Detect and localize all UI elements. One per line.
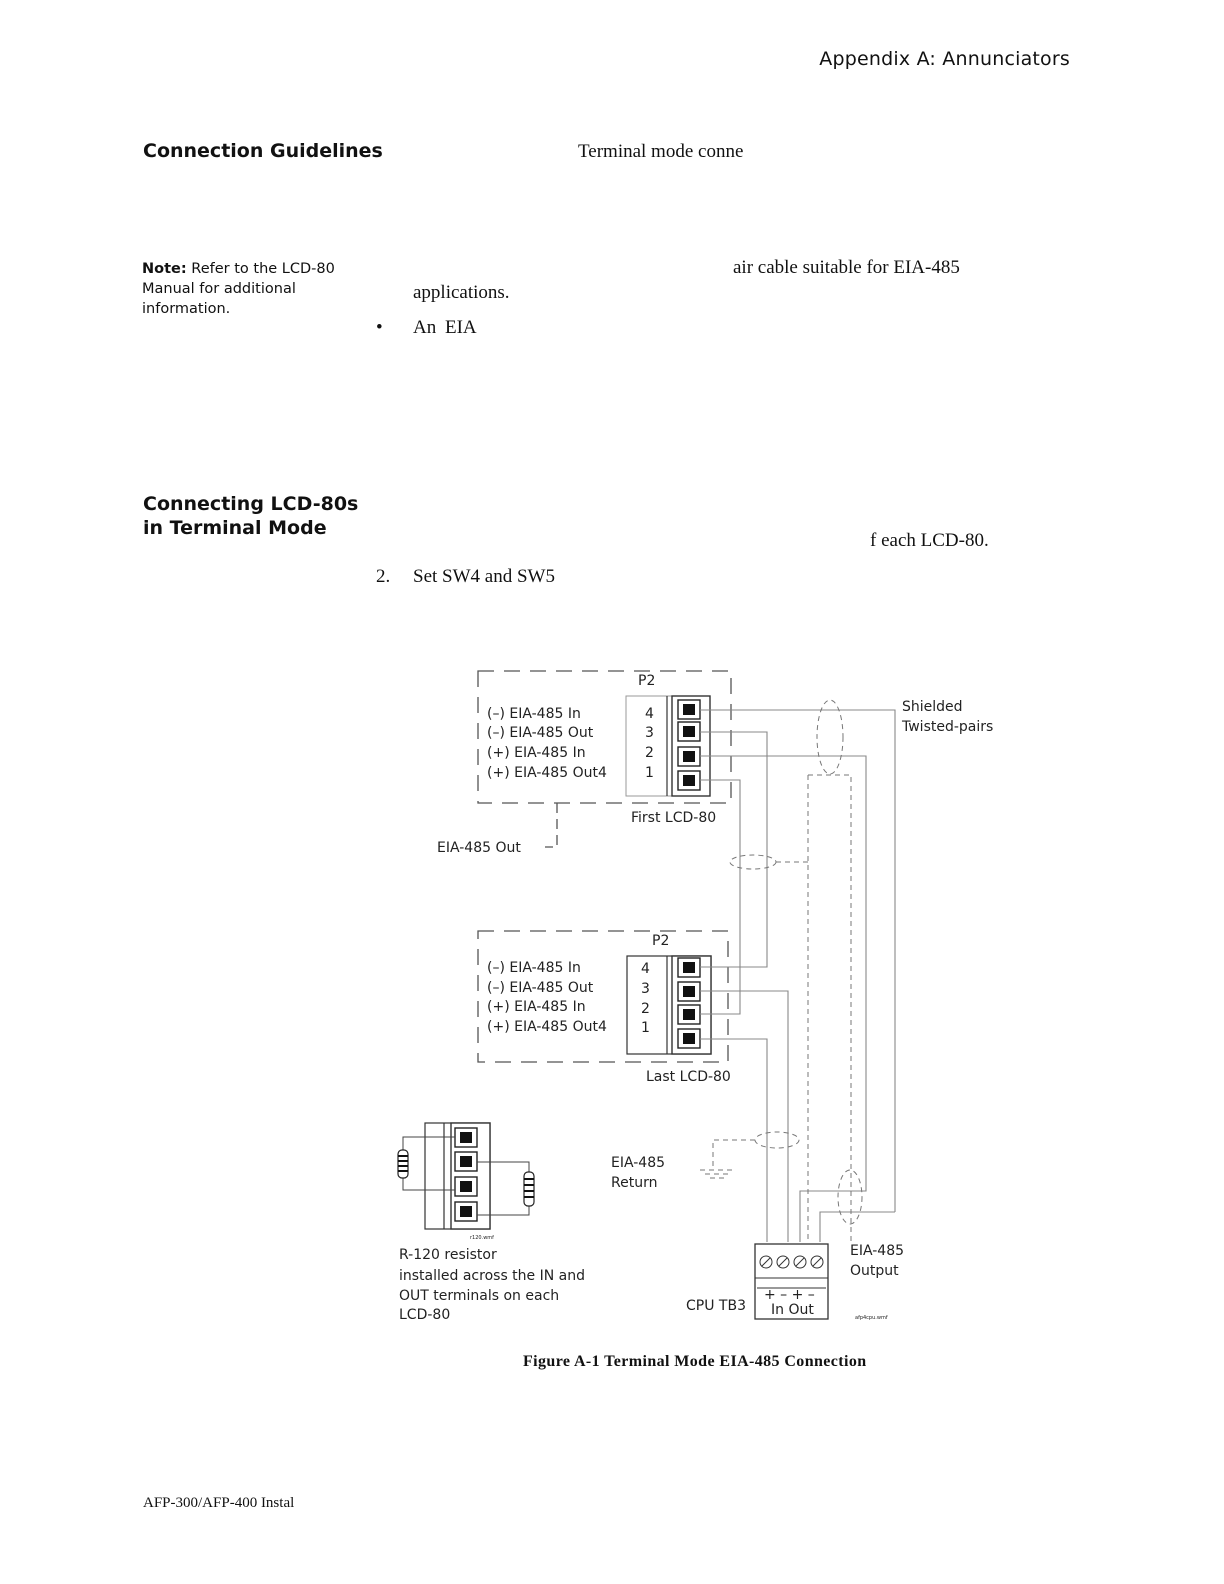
section-heading-connection-guidelines: Connection Guidelines [143, 140, 383, 162]
first-connector-label: P2 [638, 673, 655, 689]
art-id-cpu: afp4cpu.wmf [855, 1315, 888, 1321]
last-pin-name: (–) EIA-485 In [487, 960, 581, 976]
resistor-wiring [402, 1136, 530, 1216]
resistor-icon [523, 1171, 535, 1207]
first-pin-number: 3 [645, 725, 654, 741]
shield-lines [700, 699, 863, 1242]
eia-return-label: Return [611, 1175, 657, 1191]
applications-text: applications. [413, 282, 510, 303]
first-pin-number: 2 [645, 745, 654, 761]
eia-output-label: Output [850, 1263, 899, 1279]
step2-number: 2. [376, 566, 391, 587]
note-text: Refer to the LCD-80 Manual for additiona… [142, 261, 335, 317]
last-unit-label: Last LCD-80 [646, 1069, 731, 1085]
last-lcd80-outline [477, 930, 729, 1063]
eia-out-label: EIA-485 Out [437, 840, 521, 856]
step2-text: Set SW4 and SW5 [413, 566, 555, 587]
first-terminal-block [625, 695, 711, 797]
resistor-caption-line: R-120 resistor [399, 1247, 497, 1263]
eia-return-label: EIA-485 [611, 1155, 665, 1171]
resistor-caption-line: installed across the IN and [399, 1268, 585, 1284]
last-pin-number: 2 [641, 1001, 650, 1017]
last-pin-name: (+) EIA-485 Out4 [487, 1019, 607, 1035]
resistor-caption-line: OUT terminals on each [399, 1288, 559, 1304]
bullet-text: An EIA [413, 317, 477, 338]
note-label: Note: [142, 261, 187, 277]
first-lcd80-outline [477, 670, 732, 804]
first-pin-name: (+) EIA-485 In [487, 745, 586, 761]
first-pin-number: 1 [645, 765, 654, 781]
cpu-in-out-label: In Out [771, 1302, 814, 1318]
section-heading-connecting-lcd80s: Connecting LCD-80s in Terminal Mode [143, 493, 359, 539]
bullet-marker: • [376, 317, 383, 338]
resistor-icon [397, 1149, 409, 1179]
resistor-terminal-block [424, 1122, 491, 1230]
art-id-resistor: r120.wmf [470, 1235, 494, 1241]
running-header: Appendix A: Annunciators [819, 48, 1070, 70]
resistor-caption-line: LCD-80 [399, 1307, 450, 1323]
eia-out-leader [545, 803, 558, 848]
cpu-polarity-marks: + – + – [764, 1287, 815, 1303]
last-pin-number: 4 [641, 961, 650, 977]
wiring [700, 709, 896, 1242]
first-pin-name: (–) EIA-485 In [487, 706, 581, 722]
first-pin-name: (+) EIA-485 Out4 [487, 765, 607, 781]
last-pin-number: 3 [641, 981, 650, 997]
twisted-pairs-label: Twisted-pairs [901, 719, 993, 735]
margin-note: Note: Refer to the LCD-80 Manual for add… [142, 259, 342, 319]
last-pin-name: (–) EIA-485 Out [487, 980, 594, 996]
first-pin-name: (–) EIA-485 Out [487, 725, 594, 741]
last-terminal-block [626, 955, 712, 1055]
last-pin-number: 1 [641, 1020, 650, 1036]
page-footer: AFP-300/AFP-400 Instal [143, 1495, 295, 1511]
figure-caption: Figure A-1 Terminal Mode EIA-485 Connect… [523, 1353, 867, 1370]
cpu-tb3-block [754, 1243, 829, 1320]
first-unit-label: First LCD-80 [631, 810, 716, 826]
step1-fragment: f each LCD-80. [870, 530, 989, 551]
cable-text: air cable suitable for EIA-485 [733, 257, 960, 278]
shielded-label: Shielded [902, 699, 963, 715]
last-pin-name: (+) EIA-485 In [487, 999, 586, 1015]
last-connector-label: P2 [652, 933, 669, 949]
eia-output-label: EIA-485 [850, 1243, 904, 1259]
first-pin-number: 4 [645, 706, 654, 722]
cpu-tb3-label: CPU TB3 [686, 1298, 746, 1314]
intro-text: Terminal mode conne [578, 141, 744, 162]
